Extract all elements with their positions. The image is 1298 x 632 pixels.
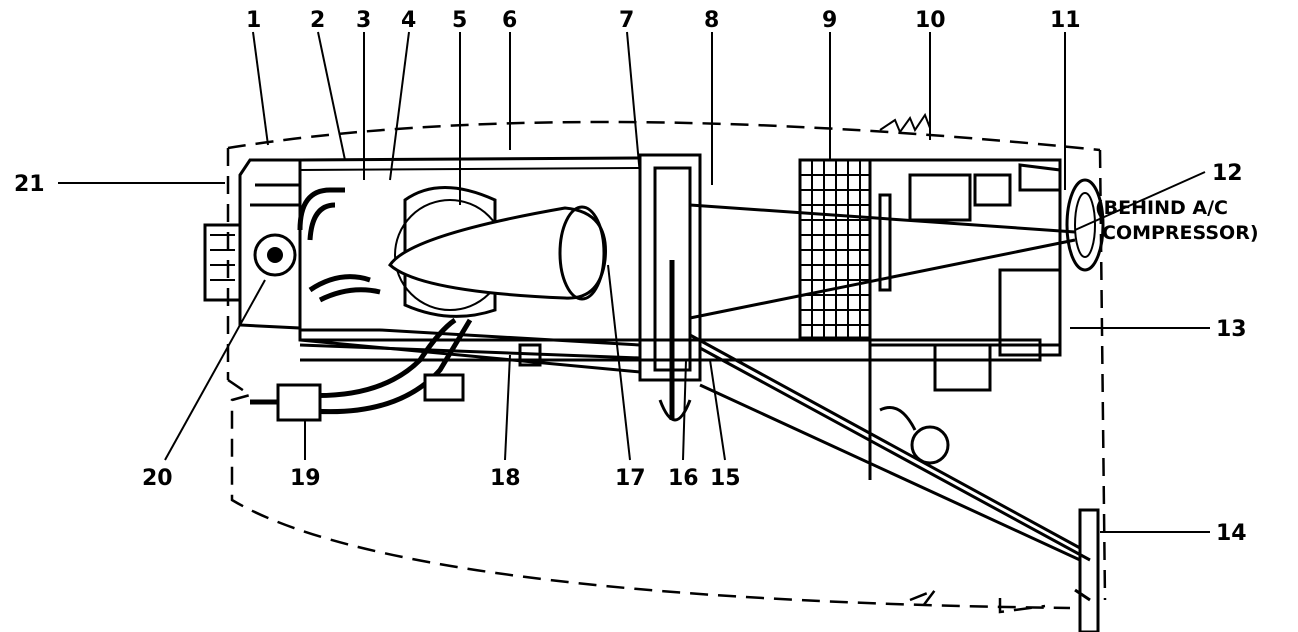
callout-19: 19	[290, 466, 321, 491]
callout-16: 16	[668, 466, 699, 491]
callout-13: 13	[1216, 317, 1247, 342]
callout-18: 18	[490, 466, 521, 491]
callout-4: 4	[401, 8, 416, 33]
callout-5: 5	[452, 8, 467, 33]
engine-block	[203, 112, 1105, 422]
hoses	[250, 187, 1100, 632]
callout-12-note-line2: COMPRESSOR)	[1102, 222, 1259, 244]
compartment-outline	[226, 120, 1107, 614]
callout-10: 10	[915, 8, 946, 33]
callout-9: 9	[822, 8, 837, 33]
leader-lines	[58, 31, 1210, 533]
callout-7: 7	[619, 8, 634, 33]
radiator-grid	[800, 160, 870, 338]
callout-12: 12	[1212, 161, 1243, 186]
callout-20: 20	[142, 466, 173, 491]
callout-11: 11	[1050, 8, 1081, 33]
callout-labels: 1 2 3 4 5 6 7 8 9 10 11 12 13 14 15 16 1…	[14, 8, 1259, 546]
callout-3: 3	[356, 8, 371, 33]
callout-2: 2	[310, 8, 325, 33]
callout-15: 15	[710, 466, 741, 491]
callout-6: 6	[502, 8, 517, 33]
callout-8: 8	[704, 8, 719, 33]
callout-14: 14	[1216, 521, 1247, 546]
callout-1: 1	[246, 8, 261, 33]
callout-21: 21	[14, 172, 45, 197]
callout-12-note-line1: (BEHIND A/C	[1095, 197, 1228, 219]
callout-17: 17	[615, 466, 646, 491]
